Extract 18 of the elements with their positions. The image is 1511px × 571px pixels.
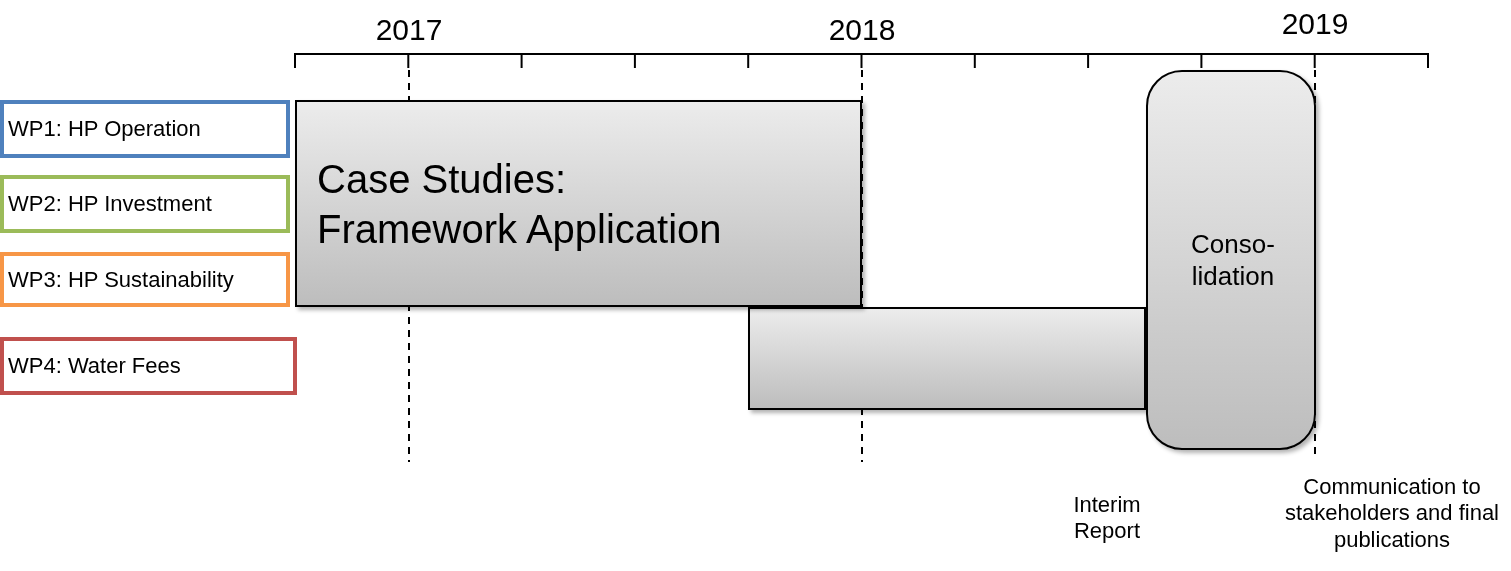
phase-bar <box>1146 70 1316 450</box>
year-label: 2018 <box>827 12 897 48</box>
package-label: WP4: Water Fees <box>8 352 181 380</box>
work-package-box <box>0 337 297 395</box>
phase-label: Conso- lidation <box>1190 227 1276 293</box>
work-package-box <box>0 252 290 307</box>
year-label: 2017 <box>374 12 444 48</box>
package-label: WP1: HP Operation <box>8 115 201 143</box>
phase-bar <box>295 100 862 307</box>
year-label: 2019 <box>1280 6 1350 42</box>
phase-label: Case Studies: Framework Application <box>317 155 723 253</box>
package-label: WP3: HP Sustainability <box>8 265 234 294</box>
milestone-label: Interim Report <box>1072 492 1142 545</box>
work-package-box <box>0 175 290 233</box>
package-label: WP2: HP Investment <box>8 190 212 218</box>
phase-bar <box>748 307 1146 410</box>
work-package-box <box>0 100 290 158</box>
milestone-label: Communication to stakeholders and final publications <box>1284 474 1500 554</box>
